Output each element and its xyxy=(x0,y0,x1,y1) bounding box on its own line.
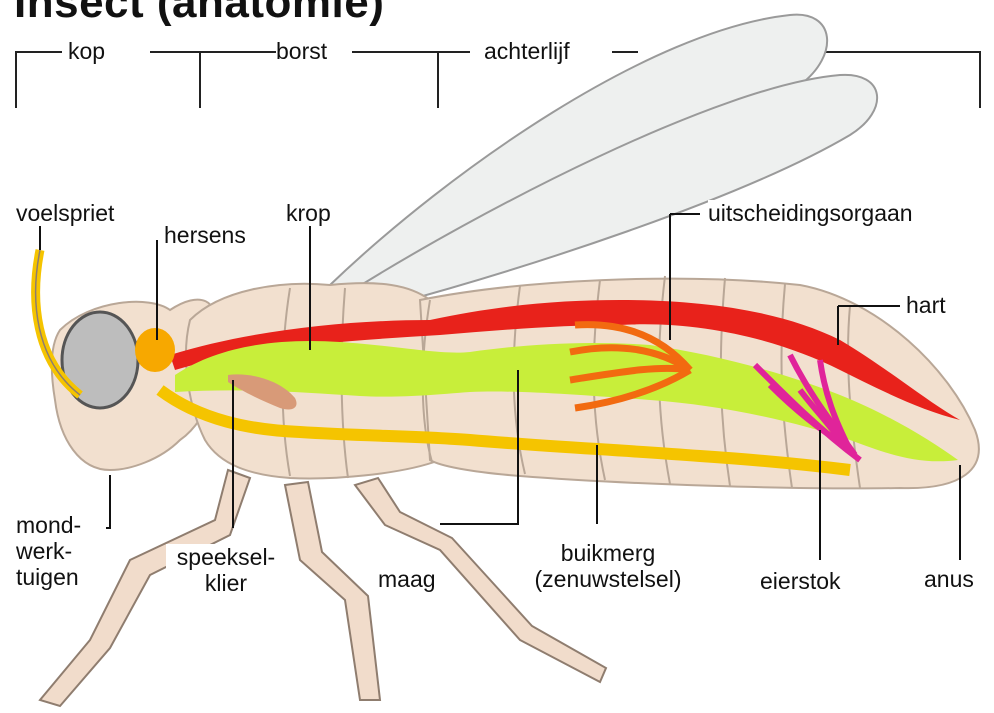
region-label-borst: borst xyxy=(276,38,327,64)
label-uitscheidingsorgaan: uitscheidingsorgaan xyxy=(708,200,913,226)
label-line: buikmerg xyxy=(508,540,708,566)
label-mondwerktuigen: mond- werk- tuigen xyxy=(16,512,106,590)
label-anus: anus xyxy=(924,566,974,592)
label-krop: krop xyxy=(286,200,331,226)
wings xyxy=(330,15,877,305)
label-buikmerg: buikmerg (zenuwstelsel) xyxy=(508,540,708,592)
label-line: tuigen xyxy=(16,564,106,590)
label-line: werk- xyxy=(16,538,106,564)
label-line: speeksel- xyxy=(166,544,286,570)
brain-organ xyxy=(135,328,175,372)
diagram-title: Insect (anatomie) xyxy=(14,0,384,28)
label-eierstok: eierstok xyxy=(760,568,841,594)
region-label-achterlijf: achterlijf xyxy=(484,38,570,64)
label-hart: hart xyxy=(906,292,946,318)
label-hersens: hersens xyxy=(164,222,246,248)
label-voelspriet: voelspriet xyxy=(16,200,114,226)
label-maag: maag xyxy=(378,566,436,592)
label-line: mond- xyxy=(16,512,106,538)
label-line: klier xyxy=(166,570,286,596)
label-line: (zenuwstelsel) xyxy=(508,566,708,592)
label-speekselklier: speeksel- klier xyxy=(166,544,286,596)
region-label-kop: kop xyxy=(68,38,105,64)
